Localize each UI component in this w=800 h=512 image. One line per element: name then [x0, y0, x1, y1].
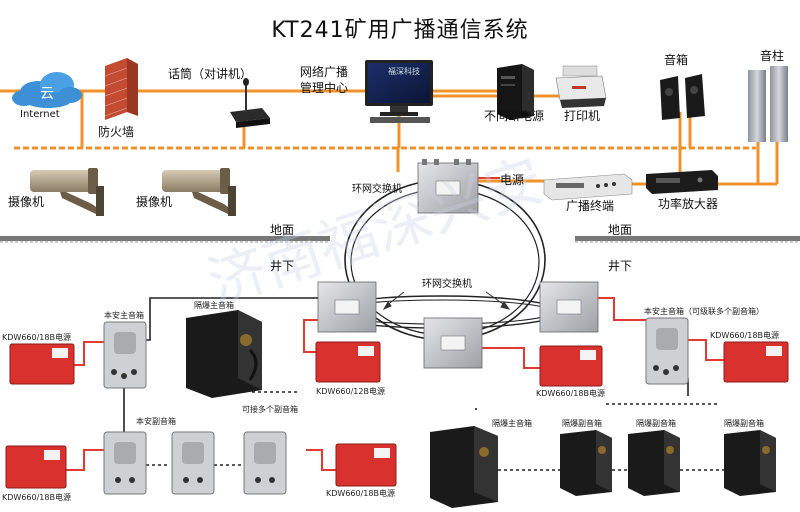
- intrinsic-sub-label: 本安副音箱: [136, 417, 176, 426]
- power-amplifier-icon: [646, 170, 718, 194]
- printer-label: 打印机: [564, 109, 601, 123]
- flameproof-sub-speaker-2: [628, 430, 680, 496]
- flameproof-main-speaker-left: [186, 310, 262, 398]
- flameproof-main-bottom-label: 隔爆主音箱: [492, 419, 532, 428]
- flameproof-sub-speaker-3: [724, 430, 776, 496]
- camera-1-label: 摄像机: [8, 195, 45, 209]
- flameproof-main-speaker-bottom: [430, 426, 498, 508]
- flameproof-sub-2-label: 隔爆副音箱: [636, 419, 676, 428]
- psu-left-18b-label: KDW660/18B电源: [2, 333, 71, 342]
- psu-left-18b: [9, 343, 75, 385]
- network-lines: [0, 89, 779, 186]
- cloud-icon: [12, 72, 82, 108]
- flameproof-sub-speaker-1: [560, 430, 612, 496]
- psu-bottom-mid: [335, 443, 397, 487]
- psu-center-right: [539, 345, 603, 387]
- ring-arrows: [382, 291, 511, 311]
- psu-bottom-mid-label: KDW660/18B电源: [326, 489, 395, 498]
- speaker-column-icon: [748, 66, 788, 142]
- ground-left-label: 地面: [270, 223, 295, 237]
- ups-label: 不间断电源: [484, 109, 545, 123]
- ring-switch-top: [417, 159, 479, 214]
- firewall-icon: [104, 58, 138, 120]
- cloud-label: 云: [40, 86, 54, 102]
- intrinsic-main-right-label: 本安主音箱（可级联多个副音箱）: [644, 307, 764, 316]
- power-label: 电源: [500, 173, 525, 187]
- multi-sub-label: 可接多个副音箱: [242, 405, 298, 414]
- intrinsic-main-speaker-right: [645, 317, 689, 385]
- intrinsic-sub-speaker-1: [103, 431, 147, 495]
- camera-icon-1: [30, 168, 104, 216]
- camera-2-label: 摄像机: [136, 195, 173, 209]
- nms-label-line2: 管理中心: [300, 81, 349, 95]
- flameproof-sub-1-label: 隔爆副音箱: [562, 419, 602, 428]
- speaker-column-label: 音柱: [760, 49, 785, 63]
- ring-switch-middle-label: 环网交换机: [422, 279, 472, 290]
- psu-right-label: KDW660/18B电源: [710, 331, 779, 340]
- psu-12b: [315, 341, 381, 383]
- broadcast-terminal-icon: [543, 173, 633, 201]
- psu-12b-label: KDW660/12B电源: [316, 387, 385, 396]
- intrinsic-sub-speaker-3: [243, 431, 287, 495]
- psu-bottom-left: [5, 445, 67, 489]
- monitor-logo: 福深科技: [388, 67, 420, 76]
- speaker-box-icon: [660, 74, 705, 120]
- ring-switch-middle: [423, 317, 483, 369]
- intrinsic-main-speaker-left: [103, 321, 147, 389]
- ring-switch-left: [317, 281, 377, 333]
- ground-right-label: 地面: [608, 223, 633, 237]
- broadcast-terminal-label: 广播终端: [566, 199, 615, 213]
- psu-right: [723, 341, 789, 383]
- psu-bottom-left-label: KDW660/18B电源: [2, 493, 71, 502]
- firewall-label: 防火墙: [98, 125, 135, 139]
- ups-icon: [497, 64, 534, 120]
- ground-surface: [0, 236, 800, 243]
- power-cables: [65, 297, 728, 471]
- internet-label: Internet: [20, 109, 60, 120]
- intrinsic-main-left-label: 本安主音箱: [104, 311, 144, 320]
- intrinsic-sub-speaker-2: [171, 431, 215, 495]
- camera-icon-2: [162, 168, 236, 216]
- psu-center-right-label: KDW660/18B电源: [536, 389, 605, 398]
- underground-left-label: 井下: [270, 259, 295, 273]
- flameproof-sub-3-label: 隔爆副音箱: [724, 419, 764, 428]
- power-amplifier-label: 功率放大器: [658, 197, 719, 211]
- monitor-icon: [365, 60, 433, 123]
- ring-switch-right: [539, 281, 599, 333]
- diagram-title: KT241矿用广播通信系统: [271, 18, 529, 43]
- printer-icon: [555, 65, 607, 108]
- nms-label-line1: 网络广播: [300, 65, 349, 79]
- microphone-label: 话筒（对讲机）: [168, 67, 253, 81]
- underground-right-label: 井下: [608, 259, 633, 273]
- speaker-box-label: 音箱: [664, 53, 689, 67]
- ring-switch-top-label: 环网交换机: [352, 184, 402, 195]
- flameproof-main-left-label: 隔爆主音箱: [194, 301, 234, 310]
- microphone-icon: [230, 78, 270, 128]
